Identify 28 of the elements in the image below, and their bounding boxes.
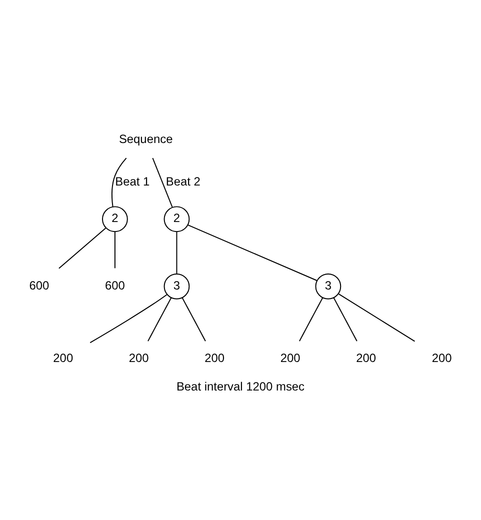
caption: Beat interval 1200 msec bbox=[176, 380, 305, 394]
connector bbox=[148, 297, 172, 342]
connector bbox=[90, 294, 168, 344]
connector bbox=[182, 297, 206, 342]
node-circle: 2 bbox=[102, 206, 128, 232]
node-text: Sequence bbox=[118, 132, 173, 146]
connector bbox=[298, 297, 324, 342]
connector bbox=[114, 231, 116, 269]
edge-label: Beat 1 bbox=[115, 174, 150, 188]
node-text: 200 bbox=[204, 351, 225, 366]
node-circle: 3 bbox=[315, 273, 342, 300]
connector bbox=[111, 158, 127, 208]
node-text: 200 bbox=[280, 351, 300, 366]
connector bbox=[58, 227, 106, 269]
connector bbox=[333, 297, 358, 342]
node-circle: 3 bbox=[164, 273, 190, 300]
connector bbox=[152, 158, 173, 208]
node-text: 200 bbox=[356, 351, 376, 366]
connector bbox=[338, 293, 416, 342]
node-circle: 2 bbox=[164, 206, 190, 232]
connector bbox=[188, 224, 318, 282]
node-text: 200 bbox=[128, 351, 149, 366]
node-text: 200 bbox=[53, 351, 74, 366]
edge-label: Beat 2 bbox=[166, 174, 200, 188]
connector bbox=[176, 231, 178, 274]
node-text: 600 bbox=[29, 278, 50, 292]
node-text: 200 bbox=[432, 351, 452, 366]
node-text: 600 bbox=[104, 278, 125, 292]
